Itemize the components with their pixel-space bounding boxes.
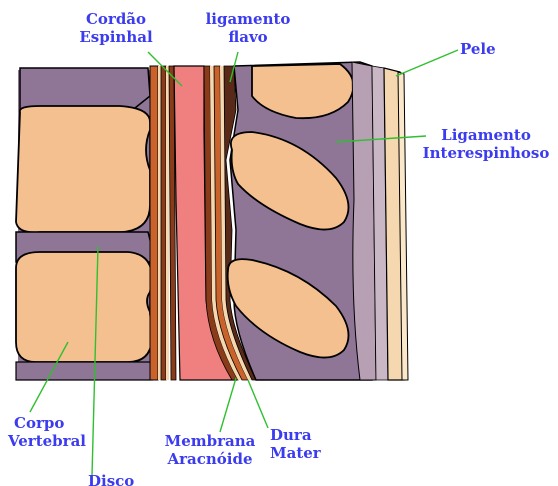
label-pele: Pele	[460, 40, 496, 58]
label-membrana-line2: Aracnóide	[162, 450, 258, 468]
dura-left-stripe1	[158, 66, 161, 380]
label-inter-line2: Interespinhoso	[420, 144, 552, 162]
label-flavo-line2: flavo	[200, 28, 296, 46]
label-corpo-vertebral: Corpo Vertebral	[8, 414, 86, 450]
dura-left-stripe2	[161, 66, 166, 380]
label-dura-line2: Mater	[270, 444, 321, 462]
label-membrana-line1: Membrana	[162, 432, 258, 450]
label-flavo-line1: ligamento	[200, 10, 296, 28]
leader-membrana	[220, 378, 236, 432]
label-cordao-espinhal: Cordão Espinhal	[76, 10, 156, 46]
label-ligamento-flavo: ligamento flavo	[200, 10, 296, 46]
label-ligamento-interespinhoso: Ligamento Interespinhoso	[420, 126, 552, 162]
label-corpo-line2: Vertebral	[8, 432, 86, 450]
leader-pele	[396, 50, 458, 76]
label-cordao-line1: Cordão	[76, 10, 156, 28]
label-corpo-line1: Corpo	[8, 414, 86, 432]
label-inter-line1: Ligamento	[420, 126, 552, 144]
label-dura-line1: Dura	[270, 426, 321, 444]
label-membrana-aracnoide: Membrana Aracnóide	[162, 432, 258, 468]
label-cordao-line2: Espinhal	[76, 28, 156, 46]
vertebral-body-upper	[16, 106, 150, 232]
dura-left-outer	[150, 66, 158, 380]
dura-left-stripe3	[166, 66, 169, 380]
vertebral-body-lower	[16, 252, 152, 362]
leader-dura	[248, 380, 268, 428]
label-dura-mater: Dura Mater	[270, 426, 321, 462]
label-disco: Disco	[88, 472, 134, 486]
disc-bottom	[16, 362, 152, 380]
